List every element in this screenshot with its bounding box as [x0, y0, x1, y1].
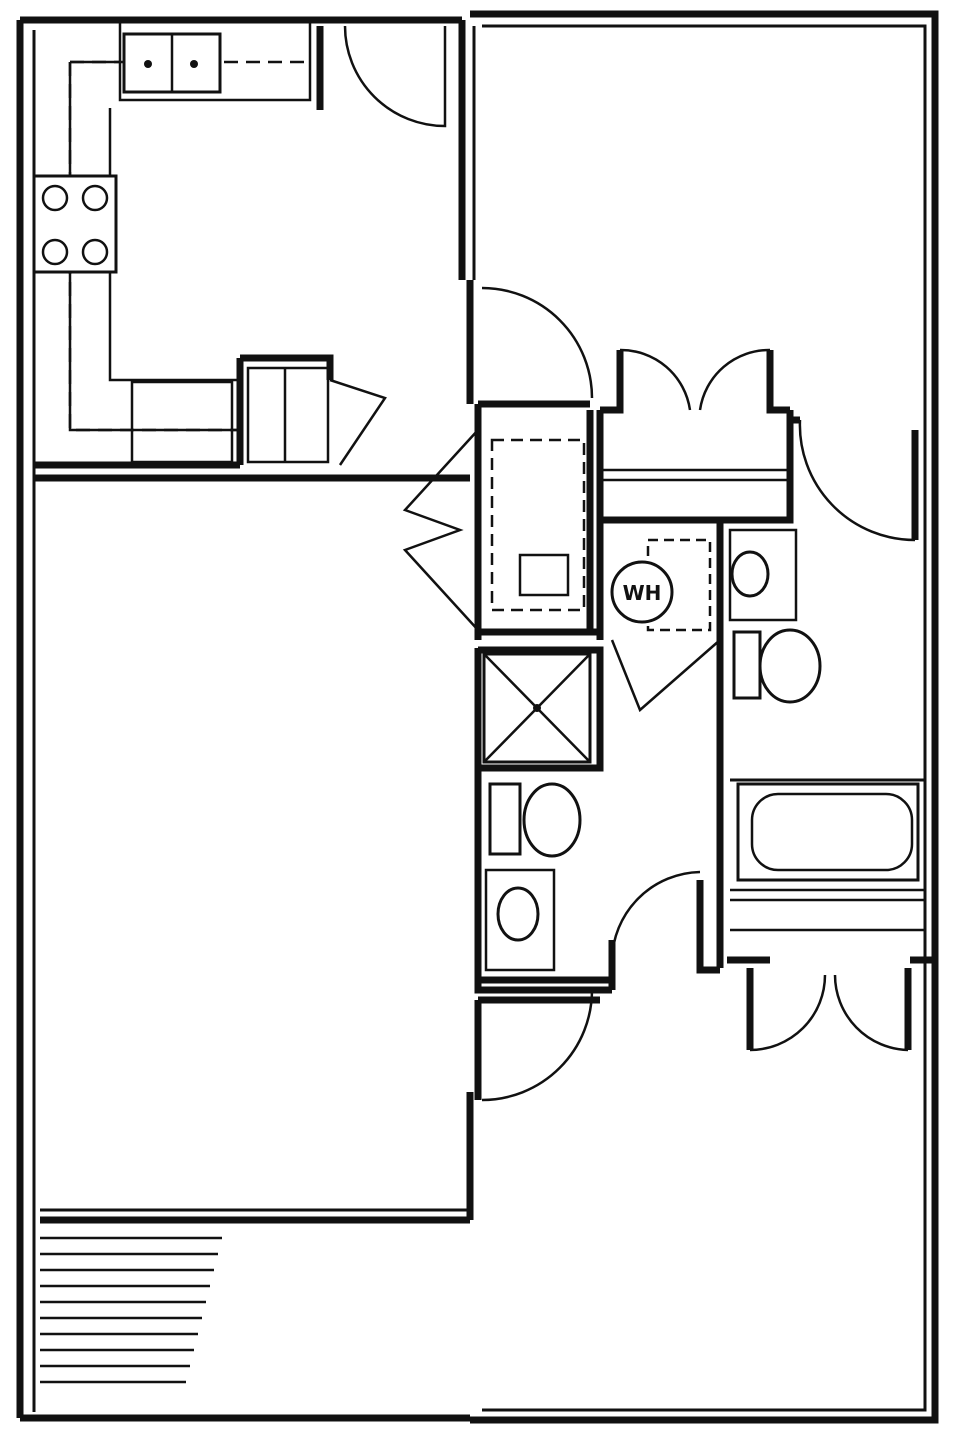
- hall-bath: [474, 646, 616, 994]
- patio: [40, 1236, 222, 1384]
- water-heater-closet: WH: [596, 516, 724, 713]
- bedroom-2-closet: [746, 968, 912, 1052]
- toilet-master: [732, 628, 822, 704]
- laundry-closet: [402, 400, 600, 640]
- range-stove: [32, 174, 118, 274]
- kitchen: [32, 20, 476, 482]
- bathtub: [736, 782, 920, 882]
- master-bath: [716, 416, 935, 968]
- vanity-master: [728, 528, 798, 622]
- kitchen-sink: [122, 32, 222, 94]
- toilet-hall: [488, 782, 582, 858]
- bedroom-2: [474, 870, 720, 1100]
- water-heater-label: WH: [623, 581, 662, 605]
- shower-stall: [482, 652, 592, 764]
- living-room: [40, 280, 594, 1224]
- bedroom-1-closet: [596, 348, 916, 542]
- vanity-hall: [484, 868, 556, 972]
